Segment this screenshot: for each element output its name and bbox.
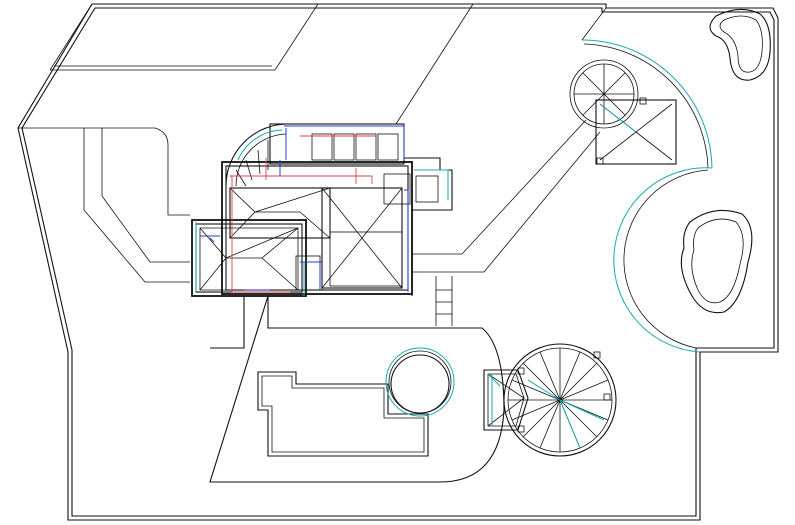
northeast-gazebo	[569, 59, 677, 165]
southeast-gazebo	[483, 343, 617, 457]
upper-left-lot-lines	[49, 3, 319, 71]
east-pond	[680, 209, 753, 314]
diagonal-survey-line	[395, 3, 474, 125]
spa-hot-tub	[385, 347, 455, 417]
left-walkway	[18, 127, 190, 283]
house-colored-layers	[195, 125, 449, 296]
main-house	[191, 123, 453, 297]
east-walkway	[412, 119, 601, 273]
pool-terrace	[209, 276, 505, 483]
swimming-pool	[257, 371, 429, 457]
northeast-pond	[709, 8, 771, 81]
east-lawn-arc	[581, 7, 713, 353]
property-boundary	[17, 3, 779, 521]
